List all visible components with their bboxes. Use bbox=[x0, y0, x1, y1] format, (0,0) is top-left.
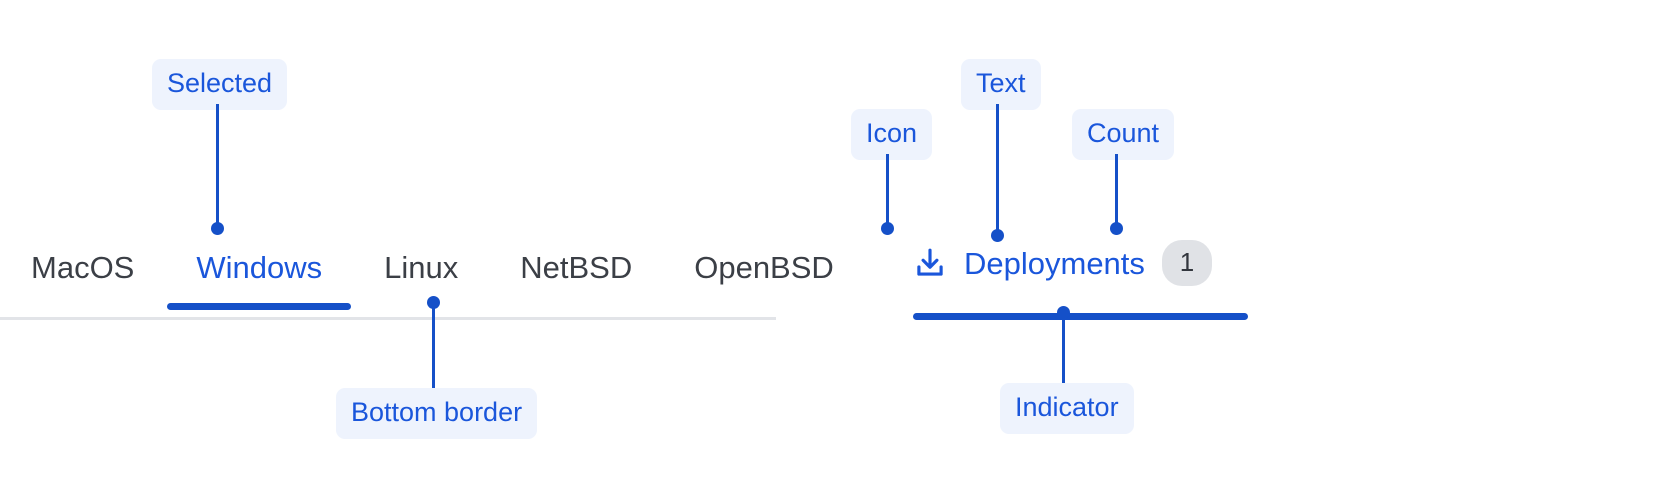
os-tab-strip: MacOS Windows Linux NetBSD OpenBSD bbox=[0, 244, 834, 320]
tab-label: NetBSD bbox=[520, 250, 633, 285]
annotation-icon-label: Icon bbox=[851, 109, 933, 160]
annotation-icon-leader-dot bbox=[881, 222, 894, 235]
annotation-count-leader-dot bbox=[1110, 222, 1123, 235]
annotation-indicator-leader-line bbox=[1062, 312, 1065, 384]
annotation-text-leader-line bbox=[996, 104, 999, 235]
annotation-bottom-border-label: Bottom border bbox=[336, 388, 538, 439]
annotation-text-leader-dot bbox=[991, 229, 1004, 242]
tab-selected-underline bbox=[167, 303, 352, 310]
tab-macos[interactable]: MacOS bbox=[0, 244, 165, 283]
annotation-icon-leader-line bbox=[886, 154, 889, 228]
tab-openbsd[interactable]: OpenBSD bbox=[663, 244, 865, 283]
annotation-selected-label: Selected bbox=[152, 59, 288, 110]
tab-netbsd[interactable]: NetBSD bbox=[489, 244, 663, 283]
tab-linux[interactable]: Linux bbox=[353, 244, 489, 283]
tab-deployments-count-badge: 1 bbox=[1161, 240, 1212, 286]
tab-deployments-indicator bbox=[913, 313, 1248, 320]
annotation-bottom-border-leader-line bbox=[432, 302, 435, 394]
tab-windows[interactable]: Windows bbox=[165, 244, 353, 310]
download-icon bbox=[917, 248, 943, 276]
annotation-text-label: Text bbox=[961, 59, 1041, 110]
annotation-count-leader-line bbox=[1115, 154, 1118, 228]
tab-strip-bottom-border bbox=[0, 317, 776, 320]
tab-deployments[interactable]: Deployments 1 bbox=[912, 240, 1212, 286]
tab-label: Windows bbox=[196, 250, 323, 285]
annotation-count-label: Count bbox=[1072, 109, 1175, 160]
tab-label: MacOS bbox=[31, 250, 135, 285]
tab-deployments-label: Deployments bbox=[964, 245, 1145, 281]
annotation-indicator-label: Indicator bbox=[1000, 383, 1134, 434]
annotation-selected-leader-line bbox=[216, 104, 219, 228]
annotation-selected-leader-dot bbox=[211, 222, 224, 235]
tab-label: Linux bbox=[384, 250, 459, 285]
tab-label: OpenBSD bbox=[694, 250, 834, 285]
tab-list: MacOS Windows Linux NetBSD OpenBSD bbox=[0, 244, 865, 310]
